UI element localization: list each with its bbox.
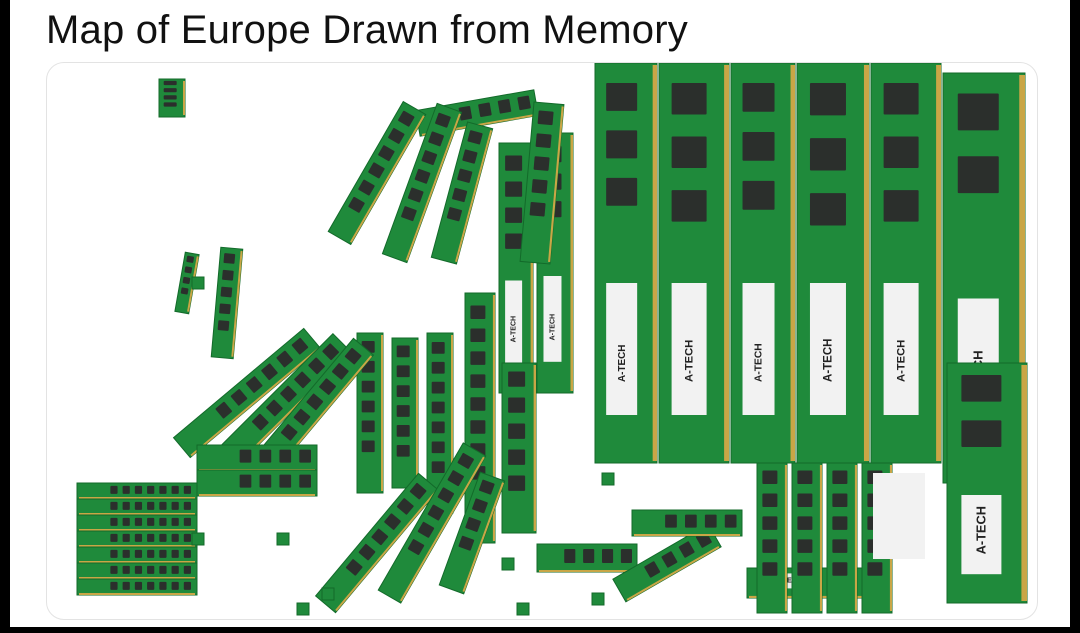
module-label: A-TECH xyxy=(510,316,517,342)
ram-chip-island-5 xyxy=(501,557,515,571)
ram-stick-large-5: A-TECH xyxy=(870,63,942,464)
ram-stick-baltic xyxy=(519,101,565,265)
module-label: A-TECH xyxy=(896,340,908,382)
ram-stick-caucasus-3 xyxy=(826,462,858,614)
ram-stick-france-1 xyxy=(172,327,322,459)
ram-stick-finland xyxy=(430,121,494,265)
ram-stick-iberia-7 xyxy=(76,578,198,596)
ram-stick-italy-3 xyxy=(438,471,506,595)
post-title: Map of Europe Drawn from Memory xyxy=(46,8,688,52)
module-label: A-TECH xyxy=(823,339,835,383)
ram-stick-large-4: A-TECH xyxy=(796,63,870,464)
ram-stick-map-image: A-TECH A-TECH A-TECH A-TECH A-TECH A-TECH A-TE… xyxy=(76,63,1028,616)
ram-stick-italy-2 xyxy=(377,442,487,604)
ram-stick-iberia-6 xyxy=(76,562,198,580)
ram-stick-sweden xyxy=(381,102,463,264)
ram-stick-large-7: A-TECH xyxy=(946,362,1028,604)
ram-stick-large-3: A-TECH xyxy=(730,63,796,464)
ram-chip-island-3 xyxy=(321,587,335,601)
ram-stick-iberia-3 xyxy=(76,514,198,532)
ram-stick-norway xyxy=(327,100,427,246)
ram-stick-iberia-5 xyxy=(76,546,198,564)
ram-stick-iberia-4 xyxy=(76,530,198,548)
module-label: A-TECH xyxy=(754,343,765,382)
module-label: A-TECH xyxy=(973,506,988,554)
ram-stick-france-4 xyxy=(196,444,318,472)
ram-stick-caucasus-2 xyxy=(791,462,823,614)
ram-stick-iberia-2 xyxy=(76,498,198,516)
module-label: A-TECH xyxy=(617,345,628,382)
ram-chip-island-6 xyxy=(516,602,530,616)
ram-stick-large-2: A-TECH xyxy=(658,63,730,464)
ram-stick-iberia-1 xyxy=(76,482,198,500)
blank-label-patch xyxy=(873,473,925,559)
module-label: A-TECH xyxy=(684,340,696,382)
meme-image[interactable]: A-TECH A-TECH A-TECH A-TECH A-TECH A-TECH A-TE… xyxy=(46,62,1038,620)
ram-chip-island-4 xyxy=(296,602,310,616)
ram-stick-italy-1 xyxy=(314,472,440,614)
module-label: A-TECH xyxy=(549,314,556,340)
ram-chip-island-2 xyxy=(276,532,290,546)
ram-stick-romania xyxy=(631,509,743,537)
ram-stick-iceland xyxy=(158,78,186,118)
module-label: A-TECH xyxy=(775,577,801,584)
ram-chip-island-9 xyxy=(191,276,205,290)
ram-stick-medium-4 xyxy=(501,362,537,534)
ram-stick-britain xyxy=(210,246,244,360)
ram-stick-france-5 xyxy=(196,469,318,497)
ram-stick-medium-6 xyxy=(391,337,419,489)
ram-chip-island-7 xyxy=(591,592,605,606)
ram-chip-island-8 xyxy=(601,472,615,486)
ram-stick-large-1: A-TECH xyxy=(594,63,658,464)
ram-stick-caucasus-1 xyxy=(756,462,788,614)
ram-chip-island-1 xyxy=(191,532,205,546)
ram-stick-greece xyxy=(536,543,638,573)
